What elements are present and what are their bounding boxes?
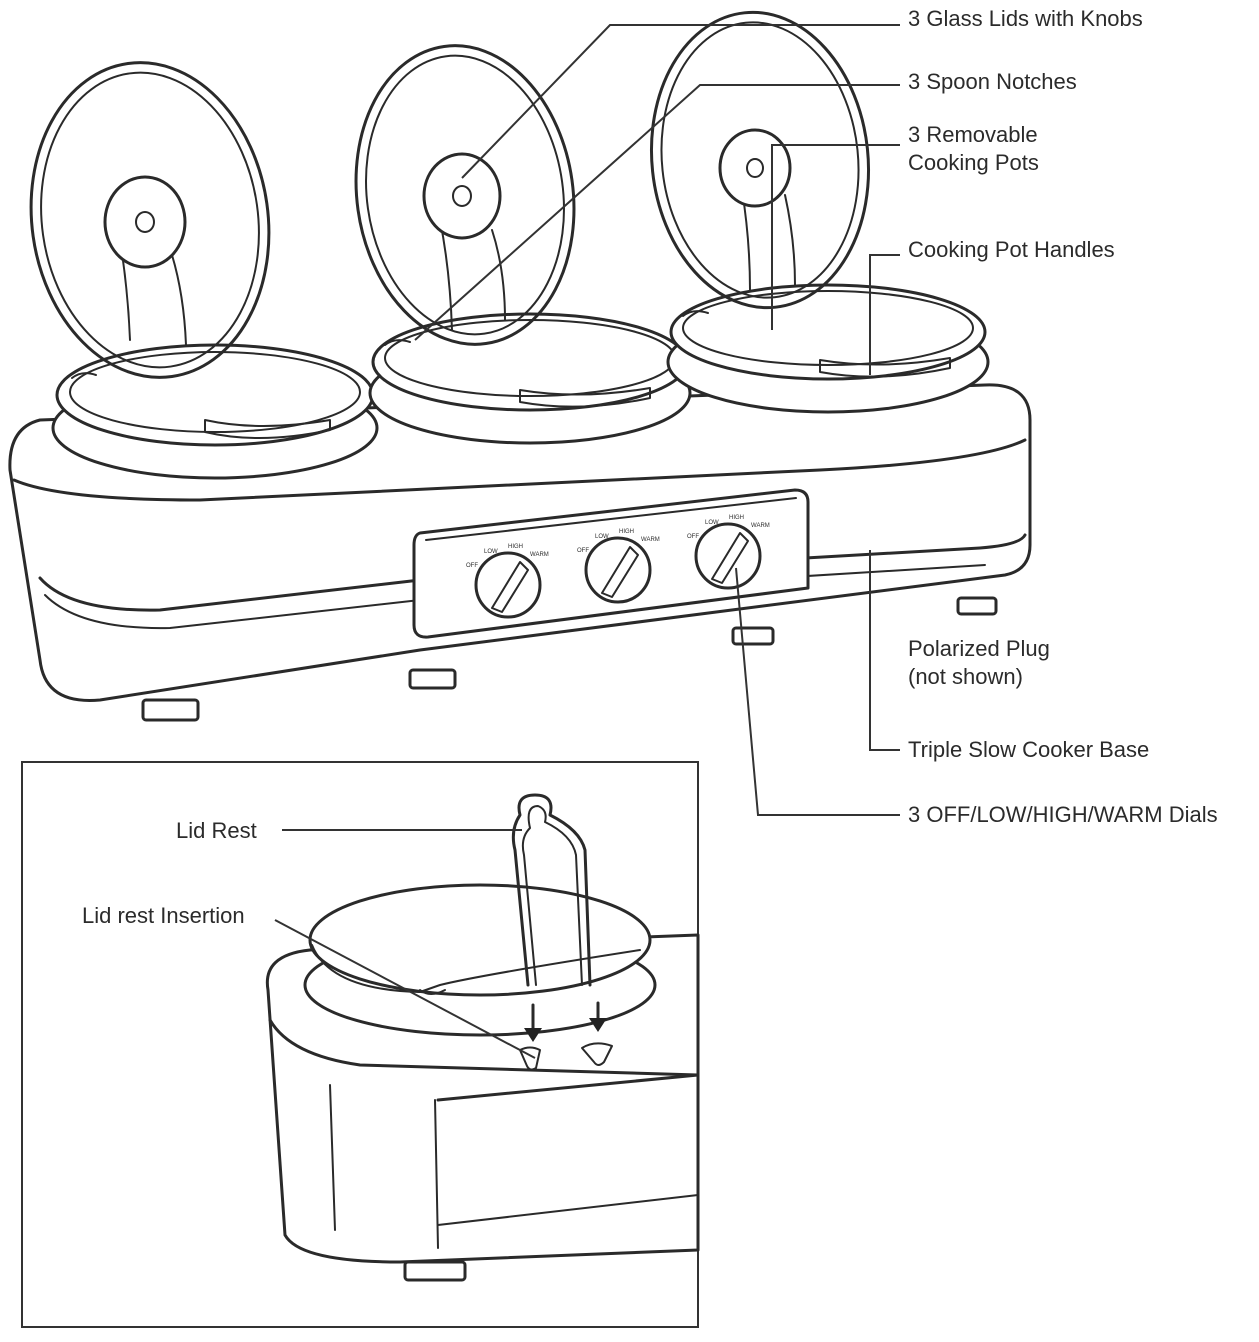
cooking-pot-3 [666, 283, 990, 414]
svg-text:OFF: OFF [577, 548, 589, 554]
svg-text:HIGH: HIGH [729, 515, 744, 521]
svg-text:LOW: LOW [705, 520, 719, 526]
dial-1[interactable]: OFF LOW HIGH WARM [466, 544, 549, 619]
label-glass-lids: 3 Glass Lids with Knobs [908, 6, 1143, 31]
label-removable-pots-1: 3 Removable [908, 122, 1038, 147]
svg-text:OFF: OFF [687, 534, 699, 540]
lid-rest-inset: Lid Rest Lid rest Insertion [21, 761, 700, 1328]
glass-lid-3 [649, 10, 871, 310]
label-lid-rest: Lid Rest [176, 818, 257, 843]
label-polarized-plug-1: Polarized Plug [908, 636, 1050, 661]
label-base: Triple Slow Cooker Base [908, 737, 1149, 762]
glass-lid-2 [354, 44, 576, 346]
svg-text:WARM: WARM [751, 523, 770, 529]
cooking-pot-2 [368, 312, 692, 445]
label-pot-handles: Cooking Pot Handles [908, 237, 1115, 262]
svg-text:WARM: WARM [641, 537, 660, 543]
label-spoon-notches: 3 Spoon Notches [908, 69, 1077, 94]
svg-text:OFF: OFF [466, 563, 478, 569]
svg-text:WARM: WARM [530, 552, 549, 558]
svg-text:LOW: LOW [595, 534, 609, 540]
cooking-pot-1 [51, 343, 379, 480]
svg-text:HIGH: HIGH [619, 529, 634, 535]
dial-3[interactable]: OFF LOW HIGH WARM [687, 515, 770, 590]
callout-labels: 3 Glass Lids with Knobs 3 Spoon Notches … [908, 6, 1218, 827]
label-dials: 3 OFF/LOW/HIGH/WARM Dials [908, 802, 1218, 827]
svg-text:HIGH: HIGH [508, 544, 523, 550]
leader-lines [414, 24, 900, 816]
label-removable-pots-2: Cooking Pots [908, 150, 1039, 175]
svg-text:LOW: LOW [484, 549, 498, 555]
label-polarized-plug-2: (not shown) [908, 664, 1023, 689]
label-lid-rest-insertion: Lid rest Insertion [82, 903, 245, 928]
dial-2[interactable]: OFF LOW HIGH WARM [577, 529, 660, 604]
glass-lid-1 [29, 61, 271, 379]
